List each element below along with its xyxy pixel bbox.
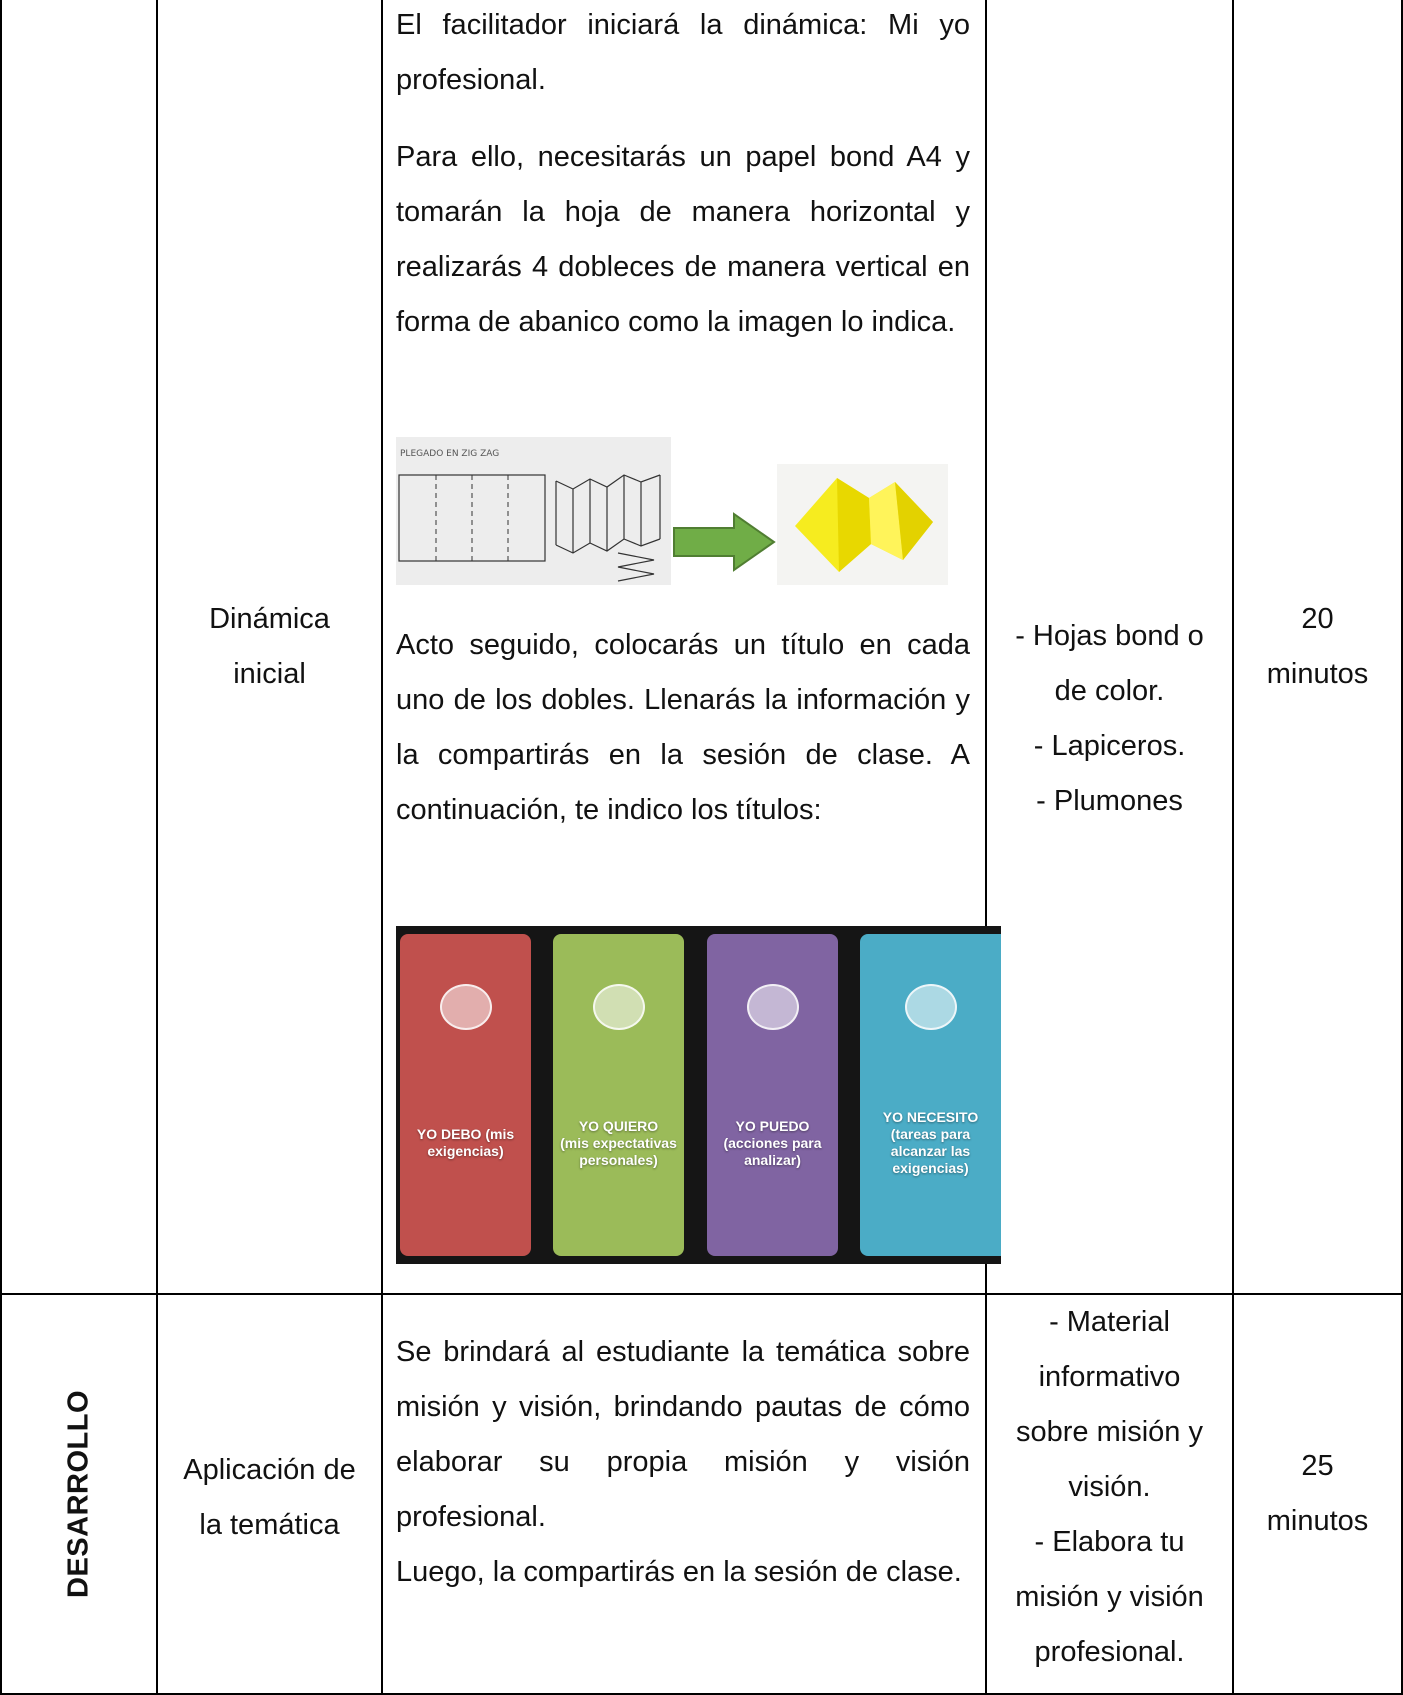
paragraph-tematica: Se brindará al estudiante la temática so…	[396, 1336, 970, 1533]
table-border-col4	[1232, 0, 1234, 1695]
material-line: - Material	[1049, 1306, 1170, 1338]
material-line: profesional.	[1034, 1636, 1185, 1668]
ellipse-icon	[746, 984, 799, 1030]
time-cell-dinamica: 20 minutos	[1234, 0, 1401, 1293]
fold-diagram-icon	[398, 474, 661, 582]
row-divider	[0, 1293, 1403, 1295]
card-yo-quiero: YO QUIERO(mis expectativas personales)	[553, 934, 684, 1256]
card-yo-necesito: YO NECESITO(tareas para alcanzar las exi…	[860, 934, 1001, 1256]
arrow-right-icon	[673, 512, 776, 572]
table-border-col1	[156, 0, 158, 1695]
material-line: informativo	[1038, 1361, 1181, 1393]
zigzag-fold-image: PLEGADO EN ZIG ZAG	[396, 437, 671, 585]
time-unit: minutos	[1266, 1505, 1369, 1537]
paragraph-titles: Acto seguido, colocarás un título en cad…	[396, 629, 970, 826]
material-line: sobre misión y	[1016, 1416, 1203, 1448]
table-border-col3	[985, 0, 987, 1695]
table-border-left	[0, 0, 2, 1695]
activity-cell-dinamica: Dinámica inicial	[158, 0, 381, 1293]
material-line: - Elabora tu	[1034, 1526, 1185, 1558]
phase-cell-desarrollo: DESARROLLO	[2, 1295, 156, 1693]
time-value: 20	[1301, 602, 1334, 635]
table-border-col2	[381, 0, 383, 1695]
activity-line: la temática	[199, 1509, 340, 1541]
material-line: - Plumones	[1036, 784, 1183, 817]
materials-cell-dinamica: - Hojas bond o de color. - Lapiceros. - …	[987, 0, 1232, 1293]
time-cell-aplicacion: 25 minutos	[1234, 1295, 1401, 1693]
time-unit: minutos	[1266, 657, 1369, 690]
folded-paper-image	[777, 464, 948, 585]
card-label: YO QUIERO(mis expectativas personales)	[560, 1117, 677, 1168]
card-label: YO PUEDO(acciones para analizar)	[723, 1117, 822, 1168]
card-label: YO NECESITO(tareas para alcanzar las exi…	[882, 1109, 979, 1176]
ellipse-icon	[904, 984, 957, 1030]
material-line: visión.	[1068, 1471, 1151, 1503]
activity-cell-aplicacion: Aplicación de la temática	[158, 1295, 381, 1693]
activity-label: Dinámica inicial	[209, 602, 330, 690]
material-line: - Hojas bond o	[1015, 619, 1204, 652]
materials-cell-aplicacion: - Material informativo sobre misión y vi…	[987, 1295, 1232, 1693]
ellipse-icon	[592, 984, 645, 1030]
time-value: 25	[1301, 1450, 1334, 1482]
ellipse-icon	[439, 984, 492, 1030]
paragraph-compartir: Luego, la compartirás en la sesión de cl…	[396, 1556, 962, 1588]
material-line: de color.	[1054, 674, 1165, 707]
phase-label: DESARROLLO	[62, 1390, 95, 1598]
image-caption: PLEGADO EN ZIG ZAG	[400, 449, 500, 459]
paragraph-intro: El facilitador iniciará la dinámica: Mi …	[396, 9, 970, 96]
card-yo-puedo: YO PUEDO(acciones para analizar)	[707, 934, 838, 1256]
activity-line: Aplicación de	[183, 1454, 356, 1486]
paragraph-instructions: Para ello, necesitarás un papel bond A4 …	[396, 141, 970, 338]
table-border-right	[1401, 0, 1403, 1695]
material-line: misión y visión	[1015, 1581, 1204, 1613]
table-border-bottom	[0, 1693, 1403, 1695]
material-line: - Lapiceros.	[1033, 729, 1186, 762]
